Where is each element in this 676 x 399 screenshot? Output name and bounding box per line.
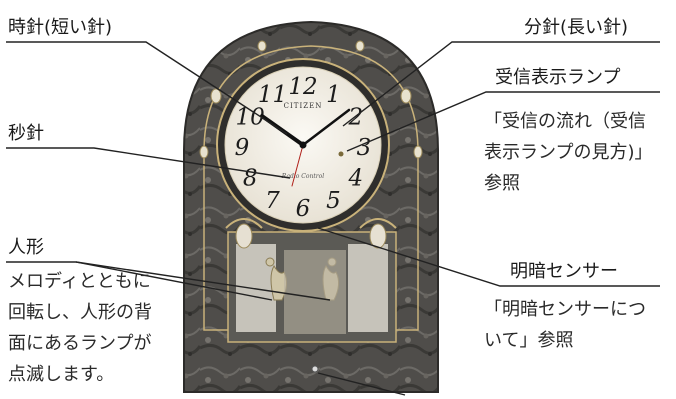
dial-numeral-4: 4 [347, 166, 363, 192]
reception-lamp-label: 受信表示ランプ [495, 67, 621, 88]
dial-numeral-3: 3 [357, 135, 372, 161]
second-hand [291, 144, 304, 187]
decorative-studs [199, 40, 423, 159]
second-hand-label: 秒針 [8, 123, 44, 144]
dial-subtext: Radio Control [281, 173, 324, 180]
callout-lines [6, 41, 660, 396]
dial-numeral-6: 6 [296, 196, 311, 222]
doll-label: 人形 [8, 237, 44, 258]
light-sensor [311, 365, 319, 373]
reception-lamp-note: 「受信の流れ（受信 表示ランプの見方)」 参照 [484, 111, 653, 194]
hour-hand-label: 時針(短い針) [8, 17, 113, 38]
reception-lamp [338, 151, 344, 157]
doll-note: メロディとともに 回転し、人形の背 面にあるランプが 点滅します。 [8, 271, 152, 385]
light-sensor-note: 「明暗センサーにつ いて」参照 [484, 299, 646, 351]
dial-numeral-2: 2 [347, 105, 363, 131]
dial-numeral-8: 8 [243, 166, 258, 192]
dial-numeral-12: 12 [288, 74, 317, 100]
dial-numeral-7: 7 [265, 188, 280, 214]
minute-hand-label: 分針(長い針) [524, 17, 629, 38]
light-sensor-label: 明暗センサー [510, 261, 618, 282]
dial-numeral-10: 10 [236, 105, 265, 131]
pendulum-ornaments [225, 218, 397, 249]
minute-hand [301, 108, 351, 147]
dial-numeral-9: 9 [235, 135, 250, 161]
case-inner-frame [203, 45, 419, 331]
brand-text: CITIZEN [284, 102, 323, 110]
dial-numeral-1: 1 [326, 82, 341, 108]
dial-numeral-5: 5 [326, 188, 341, 214]
dial-numeral-11: 11 [258, 82, 287, 108]
